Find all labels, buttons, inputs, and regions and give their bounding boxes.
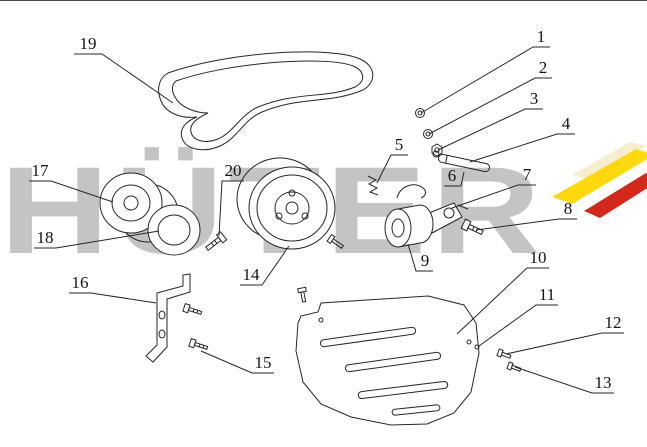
callout-4: 4	[562, 114, 571, 133]
leader-line-17	[29, 180, 114, 203]
exploded-view	[99, 51, 522, 426]
callout-6: 6	[448, 166, 457, 185]
callout-1: 1	[537, 27, 546, 46]
callout-2: 2	[539, 58, 548, 77]
logo-stripe-pale	[572, 142, 646, 180]
callout-9: 9	[421, 251, 430, 270]
pulley-flange-18	[147, 204, 201, 256]
pulley-bolt	[326, 233, 345, 249]
logo-stripe-red	[584, 173, 647, 218]
leader-line-7	[451, 184, 536, 209]
callout-14: 14	[243, 265, 261, 284]
leader-line-13	[514, 366, 614, 394]
pin-ball-end	[432, 150, 440, 158]
leader-line-12	[505, 332, 624, 355]
callout-13: 13	[595, 373, 612, 392]
belt-guard-10	[295, 295, 480, 426]
nut-3	[431, 143, 443, 157]
callout-20: 20	[225, 161, 242, 180]
leader-line-19	[74, 53, 174, 104]
callout-19: 19	[80, 34, 97, 53]
spacer-pin-4-6	[437, 153, 491, 173]
pulley-flange-17	[99, 172, 179, 243]
leader-line-2	[428, 77, 552, 135]
leader-line-18	[34, 230, 160, 249]
logo-stripe-yellow	[552, 149, 647, 204]
callout-10: 10	[530, 248, 547, 267]
leader-line-11	[478, 304, 558, 347]
bolt-15b	[188, 337, 209, 351]
callout-18: 18	[37, 228, 54, 247]
leader-line-1	[420, 46, 550, 114]
screw-12	[496, 348, 512, 359]
leader-line-6	[444, 171, 465, 187]
leader-line-4	[469, 133, 575, 163]
screw-13	[506, 361, 522, 372]
callout-8: 8	[564, 199, 573, 218]
callout-5: 5	[395, 135, 404, 154]
bolt-20	[205, 231, 228, 251]
leader-line-3	[437, 108, 543, 151]
leader-line-15	[200, 350, 274, 374]
callout-17: 17	[32, 161, 50, 180]
leader-line-9	[407, 243, 433, 272]
bracket-16	[145, 273, 191, 363]
washer-2	[423, 129, 433, 139]
leader-line-10	[456, 267, 549, 335]
bolt-15a	[182, 302, 203, 316]
leader-line-5	[376, 154, 408, 184]
callout-11: 11	[539, 285, 555, 304]
tensioner-assembly-9	[384, 202, 469, 248]
callout-7: 7	[523, 165, 532, 184]
leader-line-8	[475, 218, 577, 231]
small-screw	[297, 286, 307, 303]
callout-16: 16	[72, 273, 89, 292]
callout-3: 3	[530, 89, 539, 108]
leader-line-20	[218, 180, 244, 237]
spring-hook-wire	[396, 184, 426, 199]
pulley-14	[236, 157, 336, 250]
drive-belt	[158, 51, 374, 151]
callout-15: 15	[255, 353, 272, 372]
leader-line-16	[69, 292, 157, 304]
leader-line-14	[240, 245, 290, 286]
callout-12: 12	[605, 313, 622, 332]
bolt-8	[460, 218, 484, 236]
tension-spring-5	[367, 175, 379, 196]
washer-1	[415, 108, 425, 118]
